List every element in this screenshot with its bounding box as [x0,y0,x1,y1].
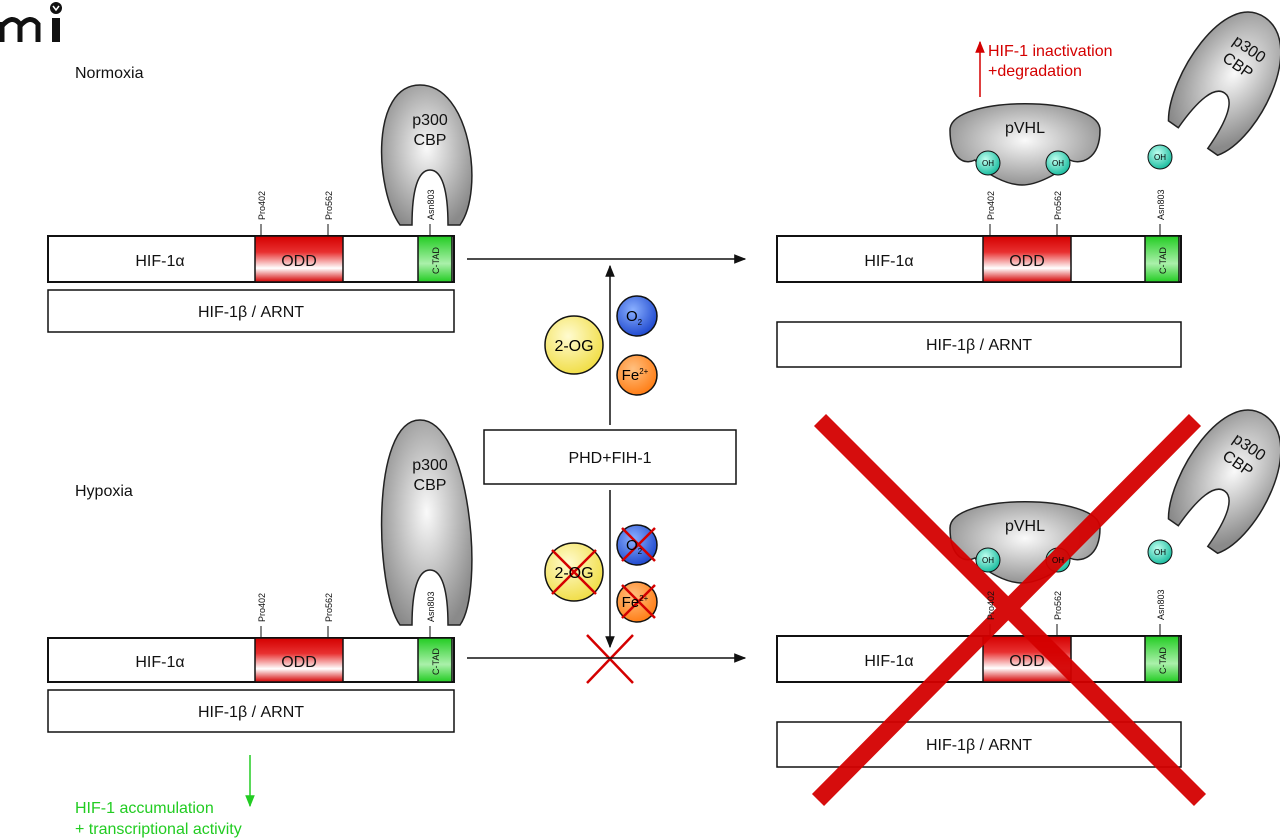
odd-domain [982,235,1072,283]
hif1a-bar [776,235,1182,283]
odd-label: ODD [281,253,317,270]
asn803-label: Asn803 [1156,589,1166,620]
hypoxia-blocked-complex: pVHL p300 CBP OH OH OH Pro402 Pro562 Asn… [776,409,1280,807]
hif1a-bar [47,235,455,283]
pvhl-label: pVHL [1005,120,1045,137]
asn803-label: Asn803 [426,189,436,220]
2og-label: 2-OG [554,565,593,582]
fe-label: Fe2+ [622,367,649,384]
odd-domain [254,235,344,283]
hif1a-bar [47,637,455,683]
normoxia-complex: Normoxia p300 CBP Pro402 Pro562 Asn803 H… [47,65,473,333]
hypoxia-title: Hypoxia [75,483,133,500]
ctad-domain [1144,235,1180,283]
ctad-domain [417,637,453,683]
ctad-label: C-TAD [431,648,441,675]
p300-cbp-shape [380,419,473,626]
fe-label: Fe2+ [622,594,649,611]
hif1b-bar [47,689,455,733]
ctad-domain [417,235,453,283]
p300-cbp-detached [1167,409,1280,555]
hif1a-label: HIF-1α [864,253,913,270]
cbp-label: CBP [414,132,447,149]
ctad-label: C-TAD [1158,647,1168,674]
hif1b-bar [47,289,455,333]
enzyme-pathway: 2-OG O2 Fe2+ PHD+FIH-1 2-OG O2 Fe2+ [483,264,737,684]
pro402-label: Pro402 [986,591,996,620]
normoxia-result-complex: HIF-1 inactivation +degradation pVHL p30… [776,11,1280,368]
oh-groups: OH OH OH [975,144,1173,176]
p300-cbp-shape [380,84,473,226]
oh-label: OH [1154,153,1166,162]
oh-label: OH [1052,159,1064,168]
journal-logo [0,2,62,42]
odd-label: ODD [281,654,317,671]
p300-label: p300 [412,457,448,474]
p300-label: p300 [412,112,448,129]
hif1b-label: HIF-1β / ARNT [198,304,304,321]
odd-domain [254,637,344,683]
blocked-cross-mark [811,413,1207,807]
hif1a-label: HIF-1α [135,253,184,270]
hif1a-label: HIF-1α [135,654,184,671]
o2-label: O2 [626,308,643,327]
hif1b-label: HIF-1β / ARNT [926,337,1032,354]
oh-label: OH [982,556,994,565]
outcome-text-1: HIF-1 accumulation [75,800,214,817]
cbp-label: CBP [414,477,447,494]
normoxia-title: Normoxia [75,65,144,82]
phd-fih-box [483,429,737,485]
ctad-label: C-TAD [1158,247,1168,274]
ctad-domain [1144,635,1180,683]
absent-cross-marks [551,527,656,684]
hif1a-label: HIF-1α [864,653,913,670]
2og-molecule [544,315,604,375]
ctad-label: C-TAD [431,247,441,274]
odd-label: ODD [1009,653,1045,670]
o2-molecule [616,295,658,337]
pvhl-shape [949,103,1101,186]
phd-fih-label: PHD+FIH-1 [568,450,651,467]
oh-label: OH [982,159,994,168]
pro402-label: Pro402 [986,191,996,220]
pro562-label: Pro562 [324,191,334,220]
hif1b-bar [776,721,1182,768]
2og-label: 2-OG [554,338,593,355]
oh-label: OH [1052,556,1064,565]
pro402-label: Pro402 [257,593,267,622]
pro562-label: Pro562 [1053,591,1063,620]
asn803-label: Asn803 [1156,189,1166,220]
hif1b-label: HIF-1β / ARNT [198,704,304,721]
pro562-label: Pro562 [1053,191,1063,220]
asn803-label: Asn803 [426,591,436,622]
hif1b-label: HIF-1β / ARNT [926,737,1032,754]
outcome-text-2: + transcriptional activity [75,821,242,838]
o2-label: O2 [626,537,643,556]
outcome-text-2: +degradation [988,63,1082,80]
hypoxia-complex: Hypoxia p300 CBP Pro402 Pro562 Asn803 HI… [47,419,473,838]
p300-cbp-detached: p300 CBP [1167,11,1280,157]
fe-ion [616,354,658,396]
pro402-label: Pro402 [257,191,267,220]
pvhl-label: pVHL [1005,518,1045,535]
pro562-label: Pro562 [324,593,334,622]
oh-label: OH [1154,548,1166,557]
odd-label: ODD [1009,253,1045,270]
outcome-text-1: HIF-1 inactivation [988,43,1113,60]
hif1b-bar [776,321,1182,368]
